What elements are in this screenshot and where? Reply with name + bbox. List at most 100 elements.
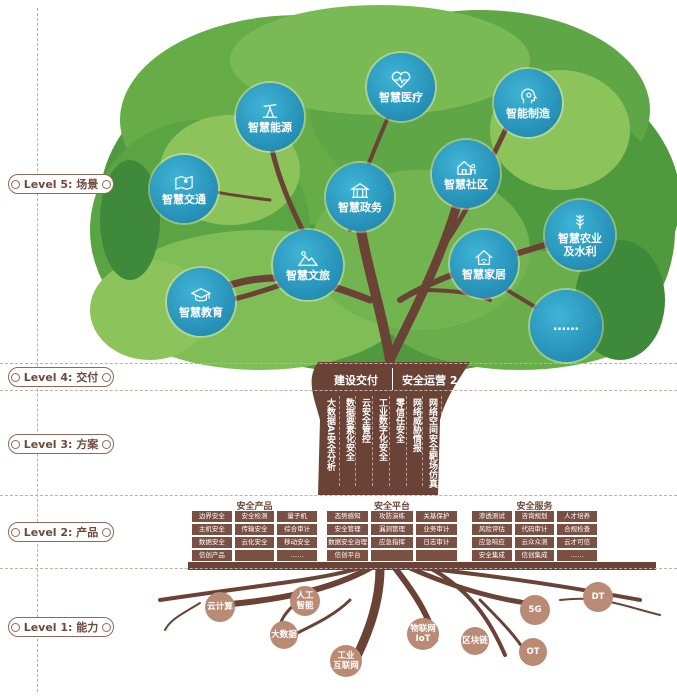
level-badge-5: Level 5: 场景 (8, 174, 114, 194)
capability-node: OT (519, 638, 547, 666)
scenario-label: 智慧农业 及水利 (558, 232, 602, 258)
product-cell: 信创集成 (514, 550, 555, 561)
scenario-label: …… (553, 318, 579, 334)
product-cell: 咨询规划 (514, 511, 555, 522)
solution-separator (422, 396, 423, 486)
capability-node: 工业 互联网 (330, 645, 362, 677)
solution-separator (406, 396, 407, 486)
graduation-cap-icon (190, 287, 212, 301)
level-axis (37, 8, 38, 692)
product-cell: 日志审计 (415, 537, 457, 548)
level-divider (0, 390, 677, 391)
product-cell: 应急指挥 (371, 537, 413, 548)
tree-trunk (311, 362, 470, 495)
level-badge-1: Level 1: 能力 (8, 617, 114, 637)
product-cell: 信创产品 (192, 550, 232, 561)
scenario-smart-transport: 智慧交通 (150, 155, 218, 223)
product-cell: 云才可信 (557, 537, 597, 548)
tree-roots (158, 563, 661, 665)
scenario-smart-government: 智慧政务 (326, 163, 394, 231)
solution-item: 信创安全 (446, 398, 456, 434)
product-cell: 安全集成 (472, 550, 512, 561)
solution-item: 网络威胁情报 (411, 398, 421, 452)
scenario-smart-home: 智慧家居 (450, 230, 518, 298)
roots-top-band (188, 562, 656, 570)
scenario-label: 智慧社区 (444, 177, 488, 191)
product-cell: 云众众测 (514, 537, 555, 548)
scenario-smart-culture-tourism: 智慧文旅 (273, 230, 343, 300)
product-cell: 态势感知 (327, 511, 369, 522)
map-pin-icon (175, 175, 193, 190)
house-person-icon (457, 160, 476, 175)
delivery-build: 建设交付 (334, 374, 378, 387)
capability-node: 物联网 IoT (407, 618, 439, 650)
capability-node: 人工 智能 (290, 586, 320, 616)
capability-node: 区块链 (461, 627, 489, 655)
product-cell: 合规检查 (557, 524, 597, 535)
product-cell (234, 550, 275, 561)
scenario-label: 智慧家居 (462, 267, 506, 281)
capability-node: 大数据 (270, 621, 298, 649)
product-cell: 量子机 (277, 511, 317, 522)
product-cell: 应急响应 (472, 537, 512, 548)
product-cell: 关基保护 (415, 511, 457, 522)
scenario-label: 智能制造 (506, 106, 550, 120)
product-cell: 主机安全 (192, 524, 232, 535)
solution-separator (339, 396, 340, 486)
product-cell: 代码审计 (514, 524, 555, 535)
scenario-smart-agriculture: 智慧农业 及水利 (545, 200, 615, 270)
level-divider (0, 495, 677, 496)
level-badge-2: Level 2: 产品 (8, 522, 114, 542)
level-badge-4: Level 4: 交付 (8, 367, 114, 387)
product-cell (371, 550, 413, 561)
product-cell: 传输安全 (234, 524, 275, 535)
product-cell: 数据安全治理 (327, 537, 369, 548)
product-cell: 风险评估 (472, 524, 512, 535)
government-building-icon (349, 182, 371, 198)
level-badge-3: Level 3: 方案 (8, 434, 114, 454)
product-cell: 信创平台 (327, 550, 369, 561)
level-divider (0, 568, 677, 569)
product-cell: 移动安全 (277, 537, 317, 548)
product-cell: 人才培养 (557, 511, 597, 522)
level-divider (0, 363, 677, 364)
oil-pump-icon (262, 103, 278, 118)
product-cell (415, 550, 457, 561)
head-gear-icon (521, 88, 538, 103)
scenario-label: 智慧政务 (338, 200, 382, 214)
scenario-label: 智慧交通 (162, 192, 206, 206)
solution-item: 工业数字化安全 (377, 398, 387, 461)
solution-item: 数据要素化安全 (344, 398, 354, 461)
solution-separator (389, 396, 390, 486)
scenario-smart-education: 智慧教育 (167, 268, 235, 336)
solution-item: 网络空间安全靶场仿真 (427, 398, 437, 488)
scenario-smart-manufacturing: 智能制造 (494, 69, 562, 137)
solution-separator (441, 396, 442, 486)
scenario-label: 智慧教育 (179, 305, 223, 319)
product-group-title: 安全产品 (236, 502, 273, 512)
product-cell: 攻防演练 (371, 511, 413, 522)
product-cell: 渗透测试 (472, 511, 512, 522)
smart-home-icon (475, 249, 493, 265)
scenario-smart-medical: 智慧医疗 (367, 53, 435, 121)
scenario-smart-energy: 智慧能源 (236, 83, 304, 151)
product-cell: 云化安全 (234, 537, 275, 548)
scenario-more: …… (530, 290, 602, 362)
scenario-label: 智慧医疗 (379, 90, 423, 104)
heart-monitor-icon (391, 71, 411, 88)
product-cell: …… (557, 550, 597, 561)
delivery-divider (392, 368, 393, 390)
solution-separator (372, 396, 373, 486)
mountain-sun-icon (297, 250, 319, 266)
product-cell: 漏洞管理 (371, 524, 413, 535)
solution-item: 大数据AI安全分析 (325, 398, 335, 472)
capability-node: 云计算 (205, 592, 235, 622)
product-cell: 业务审计 (415, 524, 457, 535)
scenario-label: 智慧能源 (248, 120, 292, 134)
solution-item: 零信任安全 (394, 398, 404, 443)
capability-node: 5G (520, 595, 550, 625)
product-group-title: 安全平台 (373, 502, 410, 512)
product-cell: …… (277, 550, 317, 561)
product-cell: 边界安全 (192, 511, 232, 522)
